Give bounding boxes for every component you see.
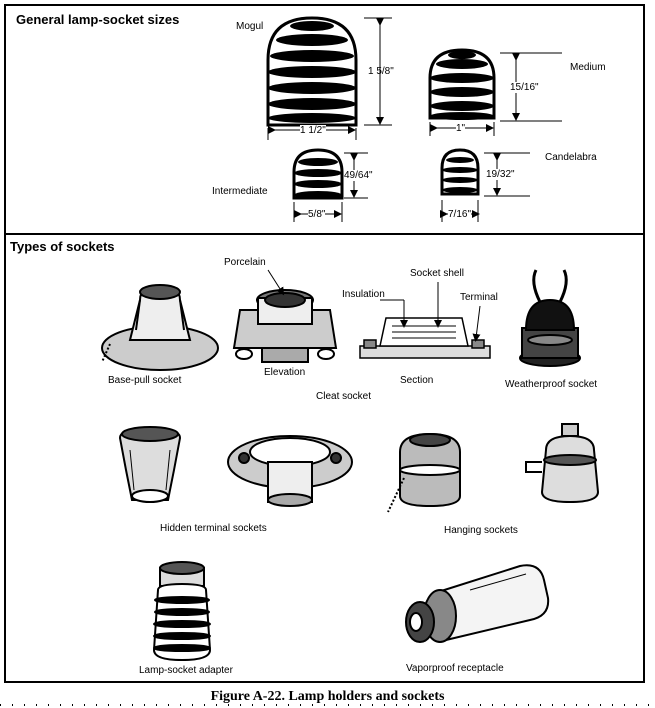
medium-label: Medium — [570, 62, 606, 73]
section-divider — [4, 233, 645, 235]
hidden-terminal-sockets-label: Hidden terminal sockets — [160, 523, 267, 534]
mogul-height-label: 1 5/8" — [368, 66, 394, 77]
candelabra-base-illustration — [440, 148, 480, 196]
bottom-dotted-rule — [0, 704, 655, 706]
hanging-socket-1-illustration — [387, 432, 461, 513]
candelabra-height-label: 19/32" — [486, 169, 515, 180]
mogul-label: Mogul — [236, 21, 264, 32]
base-pull-socket-label: Base-pull socket — [108, 375, 182, 386]
weatherproof-socket-label: Weatherproof socket — [505, 379, 598, 390]
sizes-heading: General lamp-socket sizes — [16, 12, 180, 27]
mogul-base-illustration — [266, 16, 358, 127]
medium-height-label: 15/16" — [510, 82, 539, 93]
hidden-terminal-socket-1-illustration — [118, 426, 182, 503]
weatherproof-socket-illustration — [519, 269, 581, 367]
intermediate-width-label: 5/8" — [308, 209, 326, 220]
lamp-socket-adapter-illustration — [152, 561, 212, 662]
medium-base-illustration — [428, 48, 496, 120]
medium-width-label: 1" — [456, 123, 466, 134]
mogul-width-label: 1 1/2" — [300, 125, 326, 136]
figure-caption: Figure A-22. Lamp holders and sockets — [210, 689, 445, 704]
hanging-sockets-label: Hanging sockets — [444, 525, 518, 536]
cleat-socket-elevation-illustration — [232, 289, 338, 363]
cleat-socket-label: Cleat socket — [316, 391, 372, 402]
socket-shell-label: Socket shell — [410, 268, 464, 279]
terminal-label: Terminal — [460, 292, 498, 303]
base-pull-socket-illustration — [101, 284, 219, 371]
figure-frame — [4, 4, 645, 683]
hanging-socket-2-illustration — [525, 423, 600, 504]
vaporproof-receptacle-illustration — [405, 564, 550, 643]
hidden-terminal-socket-2-illustration — [227, 435, 353, 507]
intermediate-height-label: 49/64" — [344, 170, 373, 181]
insulation-label: Insulation — [342, 289, 385, 300]
intermediate-label: Intermediate — [212, 186, 268, 197]
candelabra-label: Candelabra — [545, 152, 597, 163]
section-label: Section — [400, 375, 434, 386]
elevation-label: Elevation — [264, 367, 306, 378]
cleat-socket-section-illustration — [359, 317, 491, 359]
types-heading: Types of sockets — [10, 239, 115, 254]
intermediate-base-illustration — [292, 148, 344, 200]
candelabra-width-label: 7/16" — [448, 209, 472, 220]
lamp-socket-adapter-label: Lamp-socket adapter — [139, 665, 233, 676]
porcelain-label: Porcelain — [224, 257, 266, 268]
vaporproof-receptacle-label: Vaporproof receptacle — [406, 663, 504, 674]
